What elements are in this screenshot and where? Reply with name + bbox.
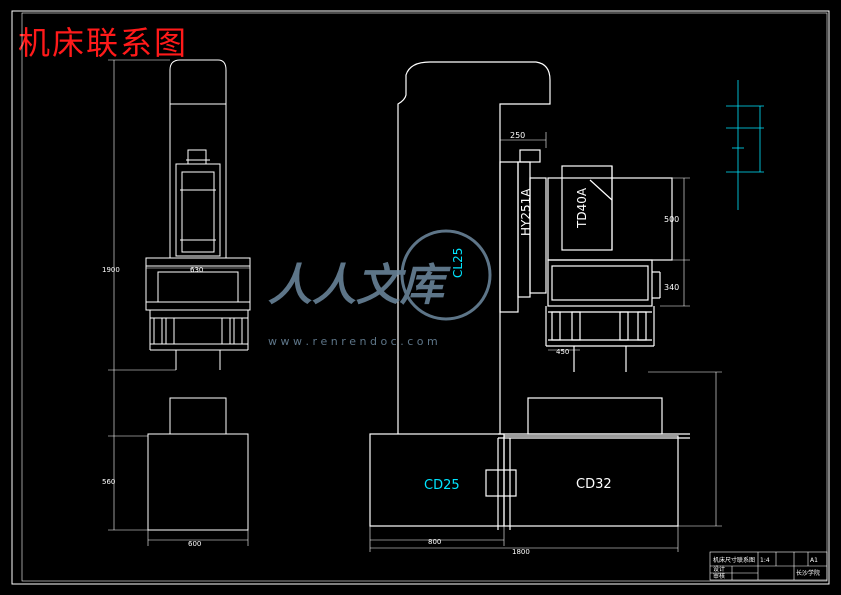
title-block-row2: 审核 [713, 572, 725, 580]
dim-500: 500 [664, 215, 679, 224]
title-block-scale: 1:4 [760, 557, 770, 564]
watermark-url: w w w . r e n r e n d o c . c o m [268, 335, 438, 348]
title-block-sheet: A1 [810, 557, 818, 564]
label-cd32: CD32 [576, 477, 612, 492]
outer-frame [11, 10, 830, 585]
dim-600: 600 [188, 540, 201, 548]
watermark-brand: 人人文库 [268, 260, 451, 311]
dim-450: 450 [556, 348, 569, 356]
dim-1800: 1800 [512, 548, 530, 556]
side-view-dimensions [108, 59, 250, 546]
label-td40a: TD40A [575, 187, 589, 229]
label-cd25: CD25 [424, 478, 460, 493]
title-block [709, 551, 828, 581]
watermark-logo-icon [400, 229, 492, 321]
inner-frame [21, 12, 828, 582]
label-hy251a: HY251A [519, 188, 533, 236]
dim-560: 560 [102, 478, 115, 486]
title-block-school: 长沙学院 [796, 569, 820, 577]
front-view-dimensions [369, 132, 722, 552]
dim-630: 630 [190, 266, 203, 274]
dim-250: 250 [510, 131, 525, 140]
title-block-row1: 设计 [713, 565, 725, 573]
drawing-title: 机床联系图 [18, 24, 189, 62]
dim-340: 340 [664, 283, 679, 292]
title-block-name: 机床尺寸联系图 [713, 556, 755, 564]
watermark: 人人文库 w w w . r e n r e n d o c . c o m [268, 229, 492, 348]
label-cl25: CL25 [451, 248, 465, 278]
dim-800: 800 [428, 538, 441, 546]
side-view [145, 59, 251, 531]
front-view [369, 61, 690, 530]
cyan-dimension-marks [726, 80, 764, 210]
dim-1900: 1900 [102, 266, 120, 274]
